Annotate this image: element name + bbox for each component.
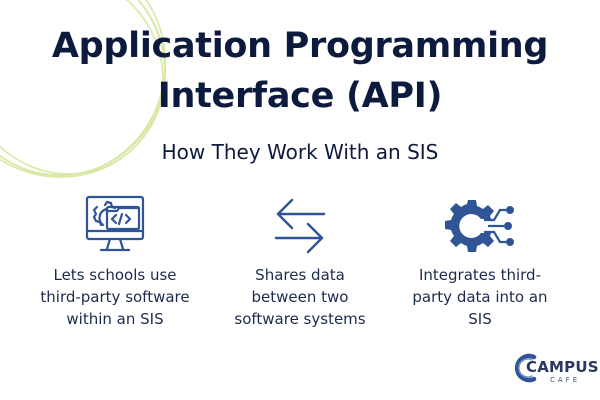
- feature-text-line: SIS: [468, 310, 492, 328]
- feature-text-line: Integrates third-: [418, 266, 541, 284]
- page-title-line2: Interface (API): [157, 76, 443, 116]
- feature-text-line: between two: [251, 288, 349, 306]
- feature-third-party-software: Lets schools use third-party software wi…: [20, 190, 210, 330]
- feature-text-line: Shares data: [255, 266, 345, 284]
- gear-circuit-integration-icon: [445, 200, 514, 252]
- feature-share-data: Shares data between two software systems: [205, 190, 395, 330]
- feature-text-line: within an SIS: [66, 310, 164, 328]
- page-subtitle: How They Work With an SIS: [161, 140, 439, 164]
- logo-text-main: CAMPUS: [526, 358, 599, 376]
- logo-c-swoosh-icon: [515, 353, 537, 383]
- campus-cafe-logo: CAMPUS CAFE: [512, 350, 599, 390]
- page-title-line1: Application Programming: [51, 26, 549, 66]
- exchange-arrows-icon: [274, 198, 326, 254]
- logo-text-sub: CAFE: [550, 376, 581, 384]
- feature-text-line: Lets schools use: [53, 266, 177, 284]
- monitor-code-gear-icon: [85, 195, 145, 252]
- feature-text-line: software systems: [234, 310, 366, 328]
- feature-integrate-data: Integrates third- party data into an SIS: [385, 190, 575, 330]
- feature-text-line: third-party software: [40, 288, 190, 306]
- feature-text-line: party data into an: [412, 288, 548, 306]
